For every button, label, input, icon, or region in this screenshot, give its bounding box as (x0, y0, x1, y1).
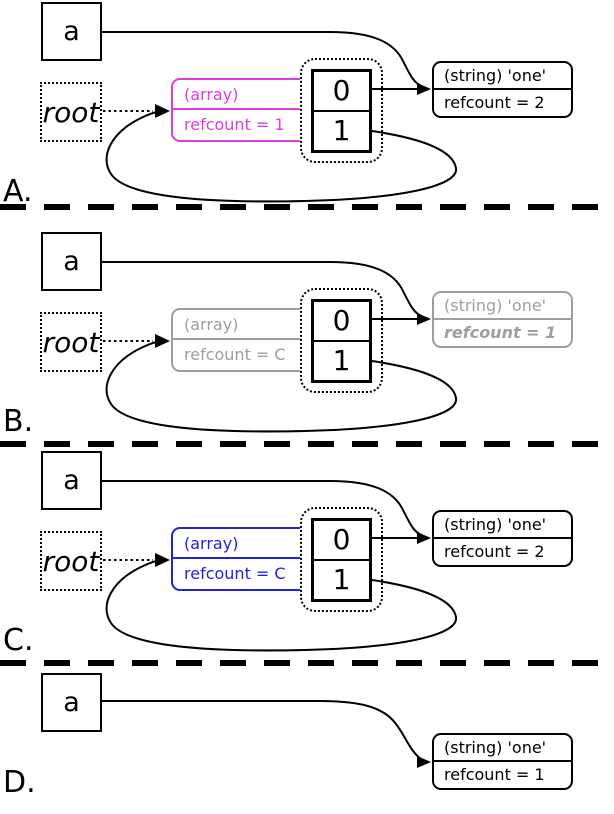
string-type-label: (string) 'one' (444, 296, 547, 315)
cell-0: 0 (332, 304, 351, 337)
root-label: root (42, 544, 100, 578)
string-node: (string) 'one' refcount = 1 (432, 291, 573, 348)
variable-label: a (63, 16, 80, 47)
panel-a: a root (array) refcount = 1 0 1 (string)… (0, 0, 614, 211)
root-label: root (42, 95, 100, 129)
array-type-label: (array) (184, 315, 239, 334)
string-type-label: (string) 'one' (444, 66, 547, 85)
string-type-label: (string) 'one' (444, 515, 547, 534)
panel-c: a root (array) refcount = C 0 1 (string)… (0, 449, 614, 662)
array-node: (array) refcount = 1 (171, 78, 316, 142)
cells-node: 0 1 (311, 518, 372, 602)
cell-1: 1 (314, 340, 369, 380)
variable-label: a (63, 687, 80, 718)
section-label: A. (3, 174, 33, 209)
root-label: root (42, 325, 100, 359)
panel-b: a root (array) refcount = C 0 1 (string)… (0, 230, 614, 443)
root-box: root (40, 312, 102, 372)
cell-0: 0 (332, 523, 351, 556)
string-node: (string) 'one' refcount = 1 (432, 733, 573, 790)
cells-node: 0 1 (311, 299, 372, 383)
variable-box: a (41, 232, 102, 291)
array-type-label: (array) (184, 534, 239, 553)
string-type-label: (string) 'one' (444, 738, 547, 757)
string-refcount-label: refcount = 1 (434, 760, 571, 788)
array-node: (array) refcount = C (171, 308, 316, 372)
variable-label: a (63, 246, 80, 277)
string-refcount-label: refcount = 2 (434, 537, 571, 565)
section-label: C. (3, 623, 34, 658)
array-refcount-label: refcount = C (173, 338, 314, 370)
string-node: (string) 'one' refcount = 2 (432, 61, 573, 118)
cell-0: 0 (332, 74, 351, 107)
array-type-label: (array) (184, 85, 239, 104)
cells-node: 0 1 (311, 69, 372, 153)
variable-box: a (41, 451, 102, 510)
array-node: (array) refcount = C (171, 527, 316, 591)
root-box: root (40, 82, 102, 142)
string-refcount-label: refcount = 1 (434, 318, 571, 346)
root-box: root (40, 531, 102, 591)
array-refcount-label: refcount = C (173, 557, 314, 589)
cell-1: 1 (314, 559, 369, 599)
variable-box: a (41, 2, 102, 61)
string-node: (string) 'one' refcount = 2 (432, 510, 573, 567)
panel-d: a (string) 'one' refcount = 1 D. (0, 662, 614, 814)
variable-box: a (41, 673, 102, 732)
section-label: D. (3, 765, 36, 800)
section-label: B. (3, 404, 34, 439)
string-refcount-label: refcount = 2 (434, 88, 571, 116)
array-refcount-label: refcount = 1 (173, 108, 314, 140)
variable-label: a (63, 465, 80, 496)
cell-1: 1 (314, 110, 369, 150)
